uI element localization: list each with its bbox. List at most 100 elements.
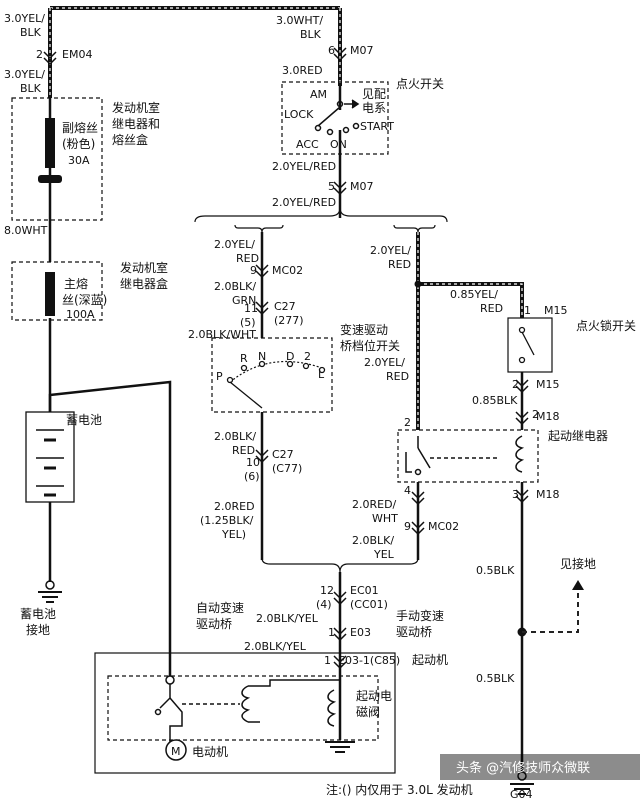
wire-label: 8.0WHT bbox=[4, 224, 48, 237]
gear-position: 2 bbox=[304, 350, 311, 363]
fuse-label: 丝(深蓝) bbox=[62, 293, 107, 307]
connector-label: M15 bbox=[544, 304, 568, 317]
switch-position: ACC bbox=[296, 138, 319, 151]
wire-label: RED bbox=[388, 258, 411, 271]
wire-label: 2.0YEL/RED bbox=[272, 196, 336, 209]
switch-position: AM bbox=[310, 88, 327, 101]
starter-box bbox=[94, 652, 396, 774]
connector-label: (CC01) bbox=[350, 598, 388, 611]
wire-labels: 3.0YEL/ BLK 2 EM04 3.0YEL/ BLK 发动机室 继电器和… bbox=[4, 12, 636, 800]
wire-label: 2.0RED bbox=[214, 500, 255, 513]
wire-label: 0.85BLK bbox=[472, 394, 518, 407]
pin-number: 12 bbox=[320, 584, 334, 597]
switch-position: LOCK bbox=[284, 108, 314, 121]
box-label: 继电器和 bbox=[112, 117, 160, 131]
pin-number: (4) bbox=[316, 598, 332, 611]
gear-position: L bbox=[318, 368, 325, 381]
wire-label: 2.0BLK/YEL bbox=[256, 612, 319, 625]
ign-lock-switch-label: 点火锁开关 bbox=[576, 318, 636, 333]
wire-label: 2.0RED/ bbox=[352, 498, 397, 511]
connector-label: MC02 bbox=[428, 520, 459, 533]
fuse-rating: 100A bbox=[66, 308, 95, 321]
trans-type-label: 自动变速 bbox=[196, 600, 244, 615]
pin-number: 2 bbox=[36, 48, 43, 61]
pin-number: 1 bbox=[324, 654, 331, 667]
battery-feed-wires bbox=[43, 6, 340, 680]
trans-switch-label: 变速驱动 bbox=[340, 322, 388, 337]
pin-number: 10 bbox=[246, 456, 260, 469]
trans-type-label: 驱动桥 bbox=[196, 617, 232, 631]
box-label: 熔丝盒 bbox=[112, 132, 148, 147]
wire-branch-brace bbox=[194, 207, 448, 223]
box-label: 继电器盒 bbox=[120, 276, 168, 291]
switch-position: START bbox=[360, 120, 394, 133]
ground-label: G04 bbox=[510, 788, 533, 800]
connector-label: E03-1(C85) bbox=[338, 654, 400, 667]
gear-position: P bbox=[216, 370, 223, 383]
wire-label: BLK bbox=[20, 26, 42, 39]
starter-solenoid-box bbox=[107, 675, 379, 741]
pin-number: 2 bbox=[404, 416, 411, 429]
fuse-label: (粉色) bbox=[62, 137, 95, 151]
wire-label: 3.0WHT/ bbox=[276, 14, 323, 27]
ground-g04-icon bbox=[510, 771, 534, 795]
wire-label: RED bbox=[232, 444, 255, 457]
connector-label: M18 bbox=[536, 488, 560, 501]
wire-label: WHT bbox=[372, 512, 398, 525]
wire-label: BLK bbox=[20, 82, 42, 95]
connector-label: EM04 bbox=[62, 48, 92, 61]
pin-number: 2 bbox=[532, 408, 539, 421]
main-fuse-100a-icon bbox=[45, 272, 55, 316]
watermark-text: 头条 @汽修技师众微联 bbox=[456, 760, 590, 776]
wire-label: 2.0BLK/YEL bbox=[244, 640, 307, 653]
watermark-band bbox=[440, 754, 640, 780]
connector-label: C27 bbox=[274, 300, 296, 313]
ign-switch-label: 点火开关 bbox=[396, 77, 444, 91]
pin-number: 9 bbox=[404, 520, 411, 533]
starter-relay-label: 起动继电器 bbox=[548, 429, 608, 443]
see-ground-label: 见接地 bbox=[560, 556, 596, 571]
trans-type-label: 驱动桥 bbox=[396, 625, 432, 639]
pin-number: 1 bbox=[524, 304, 531, 317]
starter-relay-coil bbox=[405, 435, 525, 476]
footnote: 注:() 内仅用于 3.0L 发动机 bbox=[326, 782, 473, 797]
wire-label: BLK bbox=[300, 28, 322, 41]
wire-label: 2.0BLK/WHT bbox=[188, 328, 256, 341]
ignition-feed-wires bbox=[333, 8, 347, 218]
wire-label: 2.0BLK/ bbox=[214, 280, 256, 293]
pin-number: (6) bbox=[244, 470, 260, 483]
pin-number: 2 bbox=[512, 378, 519, 391]
pin-number: 1 bbox=[328, 626, 335, 639]
ignition-lock-switch-box bbox=[507, 317, 553, 373]
wire-label: 2.0BLK/ bbox=[214, 430, 256, 443]
gear-position: N bbox=[258, 350, 266, 363]
trans-range-switch-contacts bbox=[226, 360, 326, 409]
ignition-lock-switch-contact bbox=[518, 326, 535, 364]
see-ground-arrow-icon bbox=[572, 580, 584, 590]
trans-switch-label: 桥档位开关 bbox=[340, 338, 400, 353]
pin-number: 11 bbox=[244, 302, 258, 315]
wire-label: 2.0YEL/ bbox=[214, 238, 255, 251]
engine-relay-box bbox=[11, 261, 103, 321]
pin-number: 6 bbox=[328, 44, 335, 57]
connector-label: M15 bbox=[536, 378, 560, 391]
wire-label: GRN bbox=[232, 294, 256, 307]
connector-label: M07 bbox=[350, 180, 374, 193]
solenoid-label: 磁阀 bbox=[356, 704, 380, 719]
motor-icon bbox=[165, 739, 187, 761]
wire-label: 0.85YEL/ bbox=[450, 288, 498, 301]
fuse-label: 副熔丝 bbox=[62, 120, 98, 135]
pin-number: (5) bbox=[240, 316, 256, 329]
sub-fuse-30a-icon bbox=[45, 118, 55, 168]
motor-symbol: M bbox=[171, 745, 181, 758]
starter-solenoid-internals bbox=[154, 675, 355, 753]
wire-label: 0.5BLK bbox=[476, 564, 515, 577]
switch-note: 见配 bbox=[362, 87, 386, 101]
connector-label: E03 bbox=[350, 626, 371, 639]
battery-ground-icon bbox=[38, 580, 62, 603]
wire-label: RED bbox=[236, 252, 259, 265]
connector-label: C27 bbox=[272, 448, 294, 461]
starter-relay-box bbox=[397, 429, 539, 483]
wire-label: 3.0YEL/ bbox=[4, 12, 45, 25]
